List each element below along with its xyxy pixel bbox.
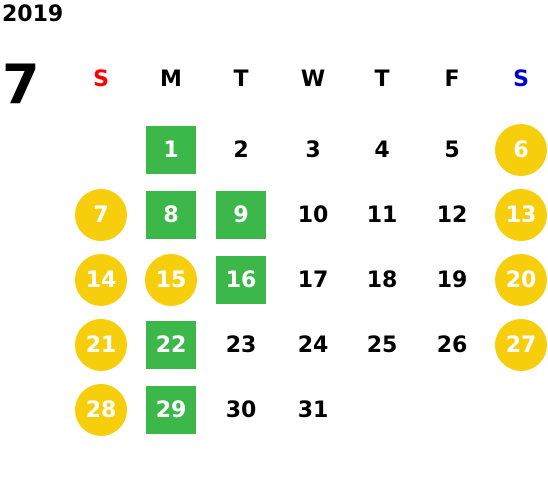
weekday-header-1: M [160,67,182,92]
weekday-header-0: S [93,67,109,92]
day-cell-12[interactable]: 12 [436,202,468,228]
day-cell-14[interactable]: 14 [75,254,127,306]
day-cell-1[interactable]: 1 [146,126,196,174]
calendar-year: 2019 [2,2,64,27]
day-cell-25[interactable]: 25 [366,332,398,358]
day-cell-16[interactable]: 16 [216,256,266,304]
day-cell-7[interactable]: 7 [75,189,127,241]
weekday-header-4: T [374,67,390,92]
day-cell-20[interactable]: 20 [495,254,547,306]
weekday-header-5: F [444,67,460,92]
calendar-month: 7 [2,53,40,116]
day-cell-15[interactable]: 15 [145,254,197,306]
day-cell-18[interactable]: 18 [366,267,398,293]
day-cell-26[interactable]: 26 [436,332,468,358]
day-cell-11[interactable]: 11 [366,202,398,228]
weekday-header-3: W [300,67,326,92]
day-cell-6[interactable]: 6 [495,124,547,176]
weekday-header-6: S [513,67,529,92]
day-cell-22[interactable]: 22 [146,321,196,369]
day-cell-24[interactable]: 24 [297,332,329,358]
day-cell-4[interactable]: 4 [374,137,390,163]
day-cell-13[interactable]: 13 [495,189,547,241]
day-cell-30[interactable]: 30 [225,397,257,423]
day-cell-17[interactable]: 17 [297,267,329,293]
day-cell-3[interactable]: 3 [305,137,321,163]
day-cell-23[interactable]: 23 [225,332,257,358]
weekday-header-2: T [233,67,249,92]
day-cell-21[interactable]: 21 [75,319,127,371]
day-cell-19[interactable]: 19 [436,267,468,293]
day-cell-28[interactable]: 28 [75,384,127,436]
day-cell-5[interactable]: 5 [444,137,460,163]
day-cell-10[interactable]: 10 [297,202,329,228]
day-cell-8[interactable]: 8 [146,191,196,239]
day-cell-29[interactable]: 29 [146,386,196,434]
day-cell-27[interactable]: 27 [495,319,547,371]
day-cell-2[interactable]: 2 [233,137,249,163]
day-cell-9[interactable]: 9 [216,191,266,239]
day-cell-31[interactable]: 31 [297,397,329,423]
